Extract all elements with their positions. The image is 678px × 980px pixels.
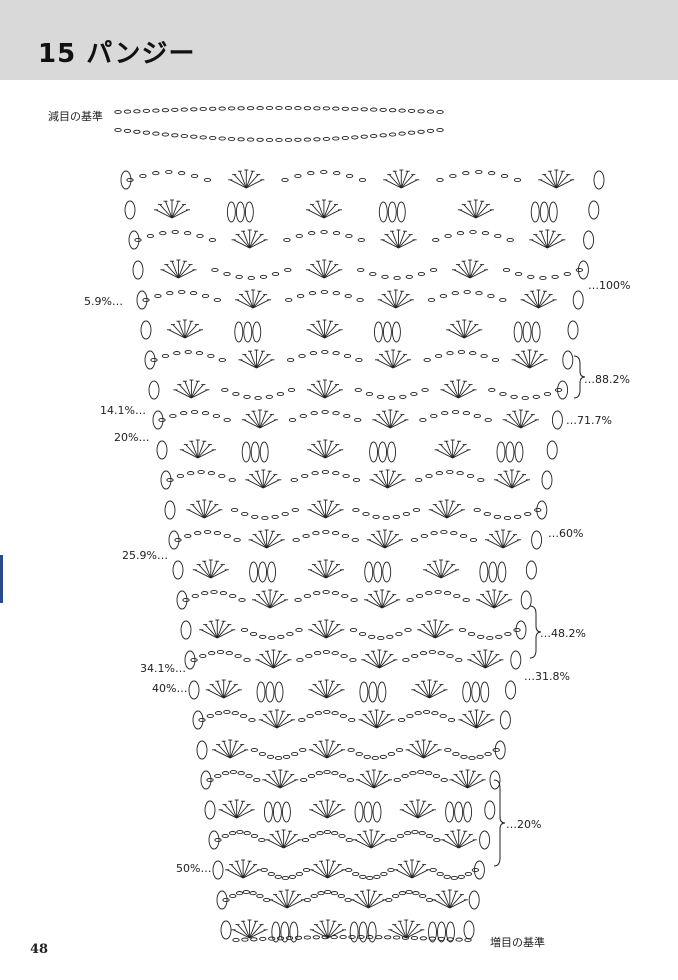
header-band bbox=[0, 0, 678, 80]
increase-base-label: 増目の基準 bbox=[490, 936, 545, 949]
left-percent-1: 5.9%… bbox=[84, 295, 123, 308]
pattern-name: パンジー bbox=[86, 39, 196, 69]
page-number: 48 bbox=[30, 942, 49, 957]
right-percent-4: …60% bbox=[548, 527, 584, 540]
right-percent-1: …100% bbox=[588, 279, 631, 292]
left-percent-3: 20%… bbox=[114, 431, 150, 444]
chart-body bbox=[114, 105, 605, 943]
right-percent-6: …31.8% bbox=[524, 670, 570, 683]
right-percent-2: …88.2% bbox=[584, 373, 630, 386]
left-percent-2: 14.1%… bbox=[100, 404, 146, 417]
edge-color-mark bbox=[0, 555, 3, 603]
range-braces bbox=[493, 355, 586, 867]
left-percent-7: 50%… bbox=[176, 862, 212, 875]
left-percent-6: 40%… bbox=[152, 682, 188, 695]
decrease-base-label: 減目の基準 bbox=[48, 110, 103, 123]
right-percent-5: …48.2% bbox=[540, 627, 586, 640]
right-percent-3: …71.7% bbox=[566, 414, 612, 427]
pattern-number: 15 bbox=[38, 39, 77, 69]
page-title: 15 パンジー bbox=[38, 33, 196, 70]
left-percent-5: 34.1%… bbox=[140, 662, 186, 675]
right-percent-7: …20% bbox=[506, 818, 542, 831]
left-percent-4: 25.9%… bbox=[122, 549, 168, 562]
